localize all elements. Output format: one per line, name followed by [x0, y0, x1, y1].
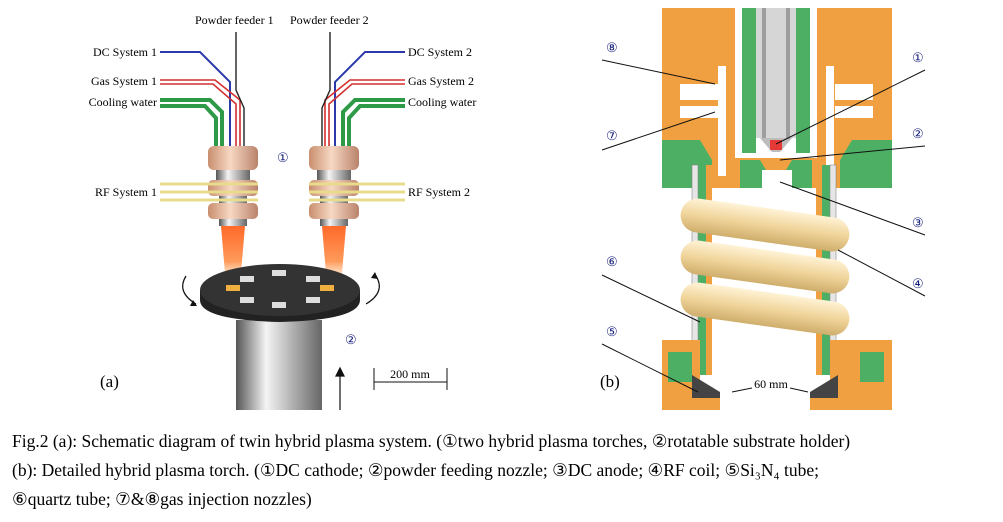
motion-arrow — [335, 366, 345, 410]
marker-a-1: ① — [277, 150, 289, 165]
substrate-holder — [182, 264, 380, 410]
figure: Powder feeder 1 Powder feeder 2 DC Syste… — [89, 8, 926, 410]
label-scale-a: 200 mm — [390, 367, 430, 381]
panel-b: ⑧ ⑦ ⑥ ⑤ ① ② ③ ④ 60 mm (b) — [600, 8, 926, 410]
marker-b-4: ④ — [912, 276, 924, 291]
caption-line-1: Fig.2 (a): Schematic diagram of twin hyb… — [12, 431, 851, 451]
marker-b-2: ② — [912, 126, 924, 141]
marker-b-5: ⑤ — [606, 324, 618, 339]
label-dc-system-1: DC System 1 — [93, 45, 157, 59]
torch-base — [662, 340, 892, 410]
label-rf-system-1: RF System 1 — [95, 185, 157, 199]
marker-a-2: ② — [345, 332, 357, 347]
torch-left — [208, 146, 258, 285]
marker-b-8: ⑧ — [606, 40, 618, 55]
caption-line-2: (b): Detailed hybrid plasma torch. (①DC … — [12, 460, 819, 480]
rf-coil — [680, 198, 850, 336]
label-dc-system-2: DC System 2 — [408, 45, 472, 59]
supply-lines-left — [160, 32, 245, 150]
marker-b-7: ⑦ — [606, 128, 618, 143]
torch-right — [309, 146, 359, 285]
leader-lines — [601, 59, 926, 393]
label-powder-feeder-1: Powder feeder 1 — [195, 13, 274, 27]
label-gas-system-2: Gas System 2 — [408, 74, 474, 88]
panel-a: Powder feeder 1 Powder feeder 2 DC Syste… — [89, 13, 476, 410]
label-scale-b: 60 mm — [754, 377, 788, 391]
label-powder-feeder-2: Powder feeder 2 — [290, 13, 369, 27]
supply-lines-right — [321, 32, 405, 150]
torch-head — [662, 8, 892, 188]
panel-label-b: (b) — [600, 372, 620, 391]
marker-b-6: ⑥ — [606, 254, 618, 269]
marker-b-1: ① — [912, 50, 924, 65]
caption-line-3: ⑥quartz tube; ⑦&⑧gas injection nozzles) — [12, 489, 312, 509]
scale-bar-a — [373, 368, 448, 390]
label-cooling-water-left: Cooling water — [89, 95, 157, 109]
rf-lines — [160, 182, 405, 202]
marker-b-3: ③ — [912, 215, 924, 230]
panel-label-a: (a) — [100, 372, 119, 391]
label-cooling-water-right: Cooling water — [408, 95, 476, 109]
label-rf-system-2: RF System 2 — [408, 185, 470, 199]
figure-caption: Fig.2 (a): Schematic diagram of twin hyb… — [12, 427, 997, 514]
label-gas-system-1: Gas System 1 — [91, 74, 157, 88]
